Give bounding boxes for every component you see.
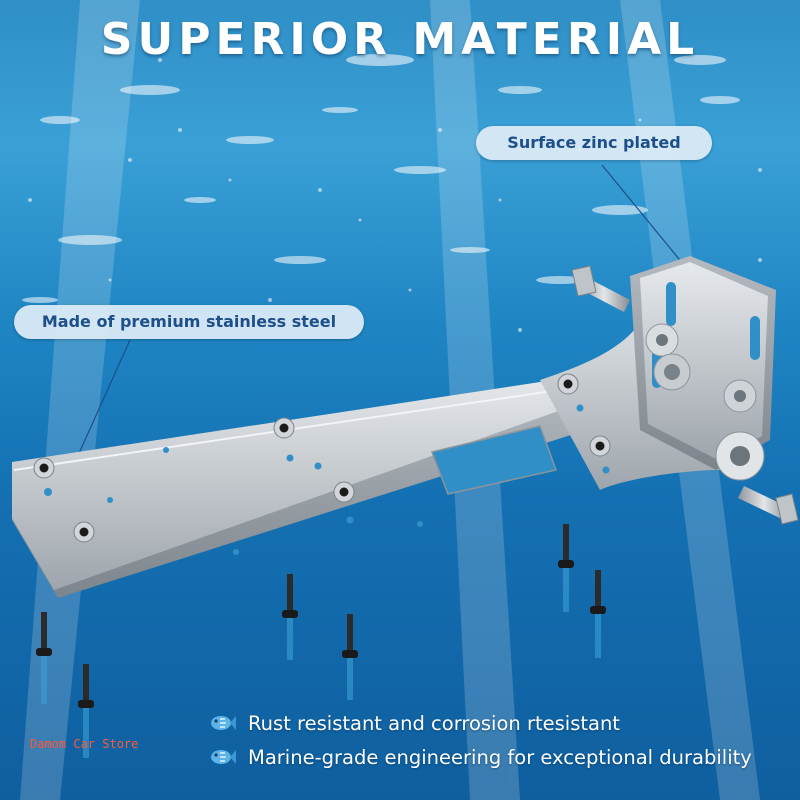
transducer-bracket: [12, 256, 799, 598]
fish-icon: [211, 716, 236, 730]
mounting-screws: [36, 524, 606, 758]
store-watermark: Damom Car Store: [30, 737, 139, 751]
feature-list: Rust resistant and corrosion rtesistant …: [208, 706, 752, 774]
zinc-pointer-line: [601, 164, 689, 271]
plate-cutout: [430, 425, 557, 495]
feature-text: Marine-grade engineering for exceptional…: [248, 745, 752, 769]
page-title: SUPERIOR MATERIAL: [100, 14, 700, 65]
feature-item: Rust resistant and corrosion rtesistant: [208, 706, 752, 740]
callout-zinc-plated: Surface zinc plated: [476, 126, 712, 160]
fish-icon: [211, 750, 236, 764]
callout-stainless-steel: Made of premium stainless steel: [14, 305, 364, 339]
steel-pointer-line: [75, 339, 131, 461]
feature-item: Marine-grade engineering for exceptional…: [208, 740, 752, 774]
water-bubbles: [22, 54, 762, 332]
feature-text: Rust resistant and corrosion rtesistant: [248, 711, 620, 735]
